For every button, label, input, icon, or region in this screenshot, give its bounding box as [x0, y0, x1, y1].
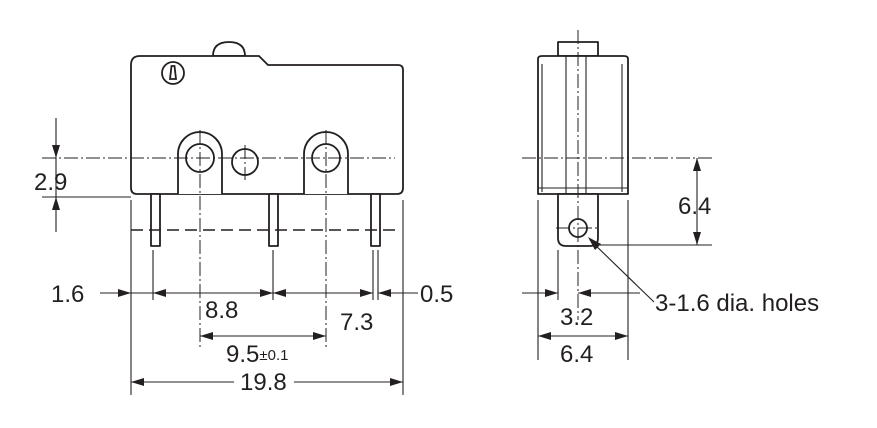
arrow-6-4h-left	[538, 332, 551, 340]
dim-pin-pitch-right-label: 7.3	[340, 309, 373, 336]
side-body	[537, 55, 629, 195]
polarity-mark-circle	[161, 61, 185, 85]
polarity-mark-symbol	[168, 65, 178, 80]
dim-hole-pitch-tolerance: ±0.1	[259, 347, 288, 364]
arrow-8-8-left	[153, 289, 166, 297]
dim-terminal-width-label: 0.5	[420, 281, 453, 308]
arrow-8-8-right	[260, 289, 273, 297]
dim-pin-pitch-left-label: 8.8	[205, 297, 238, 324]
hole-note-arrow	[588, 237, 601, 250]
arrow-19-8-left	[131, 378, 144, 386]
dim-overall-length-label: 19.8	[240, 369, 287, 396]
arrow-2-9-top	[52, 145, 60, 158]
dim-19-8-label-bg	[234, 368, 294, 394]
side-view: 6.4 3.2 6.4 3-1.6 dia. holes	[522, 30, 819, 368]
dim-hole-height-label: 6.4	[678, 193, 711, 220]
switch-body	[130, 55, 404, 195]
arrow-0-5	[378, 289, 391, 297]
arrow-19-8-right	[390, 378, 403, 386]
arrow-6-4-top	[693, 158, 701, 171]
hole-note-label: 3-1.6 dia. holes	[655, 290, 819, 317]
arrow-9-5-right	[313, 332, 326, 340]
arrow-6-4h-right	[615, 332, 628, 340]
terminal-pin-middle	[268, 193, 279, 247]
dim-overall-width-label: 6.4	[560, 341, 593, 368]
arrow-6-4-bottom	[693, 232, 701, 245]
arrow-9-5-left	[200, 332, 213, 340]
dim-hole-pitch-label: 9.5±0.1	[226, 341, 288, 368]
arrow-3-2-right	[578, 289, 591, 297]
dim-hole-pitch-value: 9.5	[226, 341, 259, 368]
dim-hole-offset-label: 3.2	[560, 304, 593, 331]
arrow-3-2-left	[545, 289, 558, 297]
actuator-plunger	[212, 41, 246, 57]
dim-left-pin-offset-label: 1.6	[51, 281, 84, 308]
front-view: 2.9 1.6 8.8 7.3 0.5 9.5±0.1 19.8	[34, 41, 453, 396]
hole-note-leader	[589, 239, 655, 303]
terminal-pin-left	[150, 193, 161, 247]
arrow-7-3-right	[360, 289, 373, 297]
arrow-2-9-bottom	[52, 197, 60, 210]
terminal-pin-right	[370, 193, 381, 247]
arrow-1-6	[118, 289, 131, 297]
dim-vertical-offset-label: 2.9	[34, 169, 67, 196]
arrow-7-3-left	[273, 289, 286, 297]
